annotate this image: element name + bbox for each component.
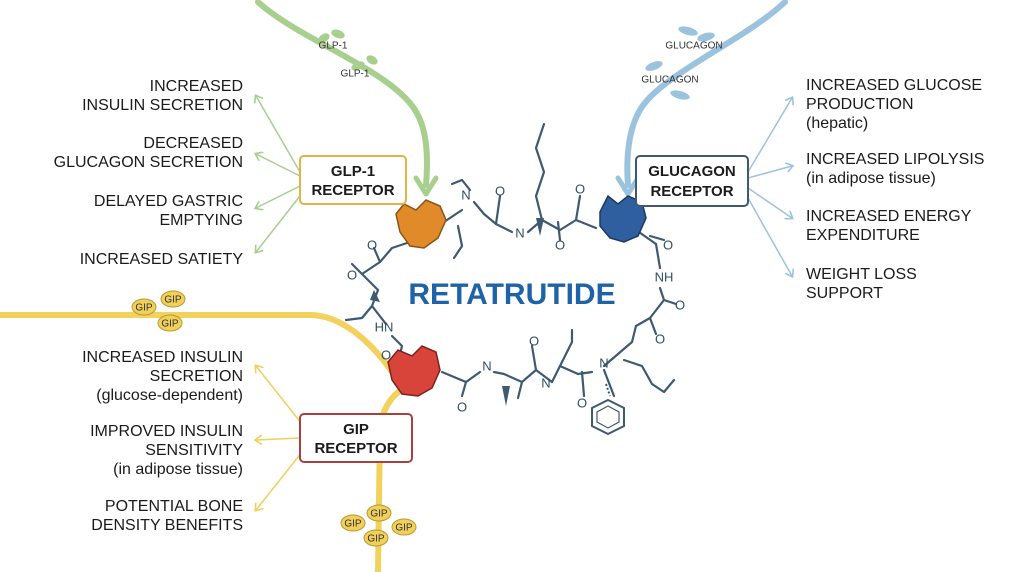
gip-pill-label: GIP	[370, 509, 388, 520]
gip-effect-text: SENSITIVITY	[145, 442, 243, 459]
gip-receptor-shape	[387, 345, 441, 397]
gip-top-hormone-pills: GIP GIP GIP	[131, 290, 186, 332]
glucagon-receptor-label-line1: GLUCAGON	[648, 163, 736, 180]
retatrutide-molecule-structure	[344, 122, 678, 436]
gip-effect-text: (glucose-dependent)	[96, 387, 243, 404]
glp1-pill-label: GLP-1	[319, 41, 348, 52]
glucagon-effect-text: (in adipose tissue)	[806, 170, 936, 187]
glp1-pill-label: GLP-1	[341, 69, 370, 80]
atom-label: O	[577, 395, 587, 410]
atom-label: N	[461, 187, 470, 202]
gip-pill-label: GIP	[161, 319, 179, 330]
glucagon-effects: INCREASED GLUCOSE PRODUCTION (hepatic) I…	[806, 77, 984, 302]
glucagon-effect-text: WEIGHT LOSS	[806, 266, 917, 283]
glp1-arrowhead	[413, 175, 439, 197]
atom-label: N	[599, 355, 608, 370]
glp1-effect-text: GLUCAGON SECRETION	[54, 154, 243, 171]
glp1-receptor-label-line1: GLP-1	[331, 163, 375, 180]
gip-effect-text: SECRETION	[150, 368, 243, 385]
glucagon-hormone-pills: GLUCAGON GLUCAGON	[641, 26, 723, 100]
drug-title: RETATRUTIDE	[408, 278, 615, 311]
gip-effect-text: POTENTIAL BONE	[105, 498, 243, 515]
glp1-effects: INCREASED INSULIN SECRETION DECREASED GL…	[54, 78, 244, 268]
gip-effect-text: INCREASED INSULIN	[82, 349, 243, 366]
atom-label: N	[515, 225, 524, 240]
gip-pill-label: GIP	[395, 523, 413, 534]
gip-effect-text: IMPROVED INSULIN	[90, 423, 243, 440]
atom-label: O	[347, 267, 357, 282]
glp1-receptor-label-line2: RECEPTOR	[311, 182, 394, 199]
glp1-effect-text: DECREASED	[143, 135, 243, 152]
glucagon-incoming-arrow	[624, 0, 788, 188]
glp1-receptor-box: GLP-1 RECEPTOR	[299, 155, 407, 205]
glp1-effect-text: INCREASED SATIETY	[80, 251, 244, 268]
glucagon-receptor-box: GLUCAGON RECEPTOR	[635, 155, 749, 207]
glucagon-effect-text: SUPPORT	[806, 285, 883, 302]
atom-label: N	[541, 375, 550, 390]
glucagon-effect-text: EXPENDITURE	[806, 227, 920, 244]
atom-label: O	[381, 347, 391, 362]
atom-label: O	[663, 237, 673, 252]
glp1-effect-text: INSULIN SECRETION	[82, 97, 243, 114]
glucagon-pill-label: GLUCAGON	[665, 41, 722, 52]
gip-receptor-label-line1: GIP	[343, 421, 369, 438]
glucagon-arrowhead	[615, 175, 641, 197]
gip-pill-label: GIP	[344, 519, 362, 530]
atom-label: HN	[375, 319, 394, 334]
glp1-hormone-pills: GLP-1 GLP-1	[318, 29, 378, 80]
glp1-receptor-shape	[395, 199, 447, 249]
gip-effect-text: DENSITY BENEFITS	[91, 517, 243, 534]
gip-effect-text: (in adipose tissue)	[113, 461, 243, 478]
atom-label: O	[655, 331, 665, 346]
atom-label: O	[457, 399, 467, 414]
glp1-effect-text: DELAYED GASTRIC	[94, 193, 243, 210]
glucagon-pill-label: GLUCAGON	[641, 75, 698, 86]
atom-label: NH	[655, 269, 674, 284]
glucagon-receptor-label-line2: RECEPTOR	[650, 183, 733, 200]
gip-pill-label: GIP	[135, 303, 153, 314]
glp1-effect-text: EMPTYING	[159, 212, 243, 229]
glp1-incoming-arrow	[255, 0, 430, 188]
glp1-effect-text: INCREASED	[150, 78, 243, 95]
gip-receptor-box: GIP RECEPTOR	[299, 413, 413, 463]
glucagon-effect-text: PRODUCTION	[806, 96, 914, 113]
atom-label: O	[367, 237, 377, 252]
atom-label: N	[482, 358, 491, 373]
atom-label: O	[529, 333, 539, 348]
gip-bottom-hormone-pills: GIP GIP GIP GIP	[340, 504, 417, 547]
gip-effect-arrows	[256, 366, 303, 510]
glucagon-effect-text: INCREASED LIPOLYSIS	[806, 151, 984, 168]
glp1-effect-arrows	[256, 96, 301, 252]
gip-effects: INCREASED INSULIN SECRETION (glucose-dep…	[82, 349, 243, 534]
gip-pill-label: GIP	[164, 295, 182, 306]
atom-label: O	[495, 183, 505, 198]
glucagon-receptor-shape	[599, 194, 647, 243]
gip-receptor-label-line2: RECEPTOR	[314, 440, 397, 457]
glucagon-effect-arrows	[747, 98, 792, 276]
gip-pill-label: GIP	[367, 534, 385, 545]
atom-label: O	[555, 237, 565, 252]
atom-label: O	[575, 181, 585, 196]
gip-incoming-arrow-left	[0, 312, 395, 375]
glucagon-effect-text: INCREASED ENERGY	[806, 208, 972, 225]
glucagon-effect-text: (hepatic)	[806, 115, 868, 132]
atom-label: O	[675, 297, 685, 312]
glucagon-effect-text: INCREASED GLUCOSE	[806, 77, 982, 94]
molecule-atom-labels: N O N O O O NH O O O O HN O N O N O N O	[347, 181, 685, 414]
